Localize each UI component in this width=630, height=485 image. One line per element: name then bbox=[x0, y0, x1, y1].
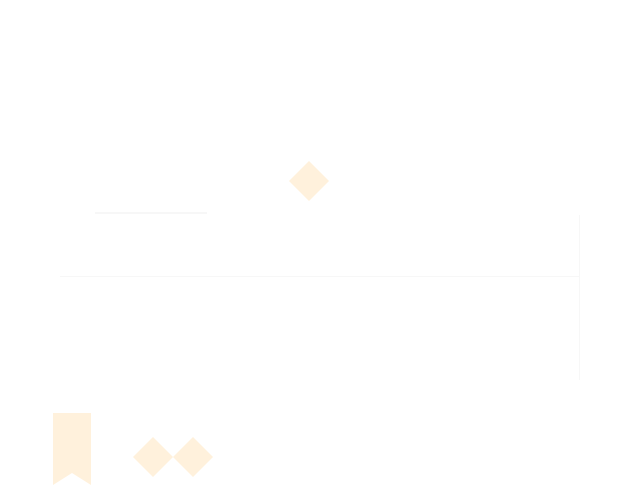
diamond-icon bbox=[288, 160, 330, 202]
double-diamond-icon bbox=[132, 436, 214, 478]
bookmark-icon bbox=[53, 413, 91, 485]
faint-rule-top bbox=[95, 212, 207, 214]
faint-rule-mid bbox=[60, 276, 580, 277]
faint-rule-right bbox=[579, 215, 580, 380]
